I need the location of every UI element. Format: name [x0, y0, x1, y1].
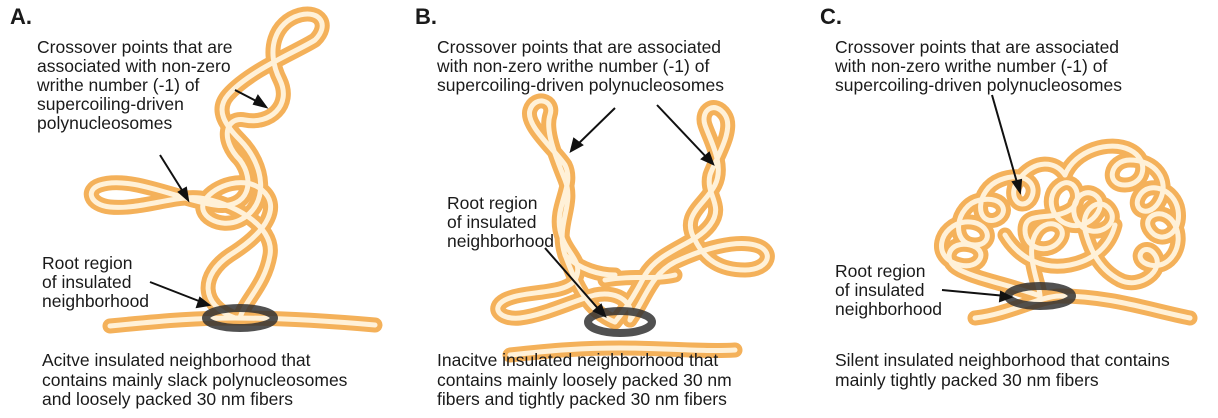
- crossover-label: Crossover points that are associated wit…: [37, 38, 233, 133]
- panel-caption: Inacitve insulated neighborhood that con…: [437, 351, 792, 410]
- panel-caption: Acitve insulated neighborhood that conta…: [42, 351, 387, 410]
- root-region-label: Root region of insulated neighborhood: [835, 262, 942, 319]
- panel-c: C. Crossover points that are associated …: [810, 0, 1218, 418]
- panel-a: A. Crossover points that are associated …: [0, 0, 400, 418]
- root-region-label: Root region of insulated neighborhood: [447, 194, 554, 251]
- panel-b: B. Crossover points that are associated …: [405, 0, 805, 418]
- panel-caption: Silent insulated neighborhood that conta…: [835, 351, 1215, 390]
- crossover-label: Crossover points that are associated wit…: [437, 38, 724, 95]
- root-region-label: Root region of insulated neighborhood: [42, 254, 149, 311]
- crossover-label: Crossover points that are associated wit…: [835, 38, 1122, 95]
